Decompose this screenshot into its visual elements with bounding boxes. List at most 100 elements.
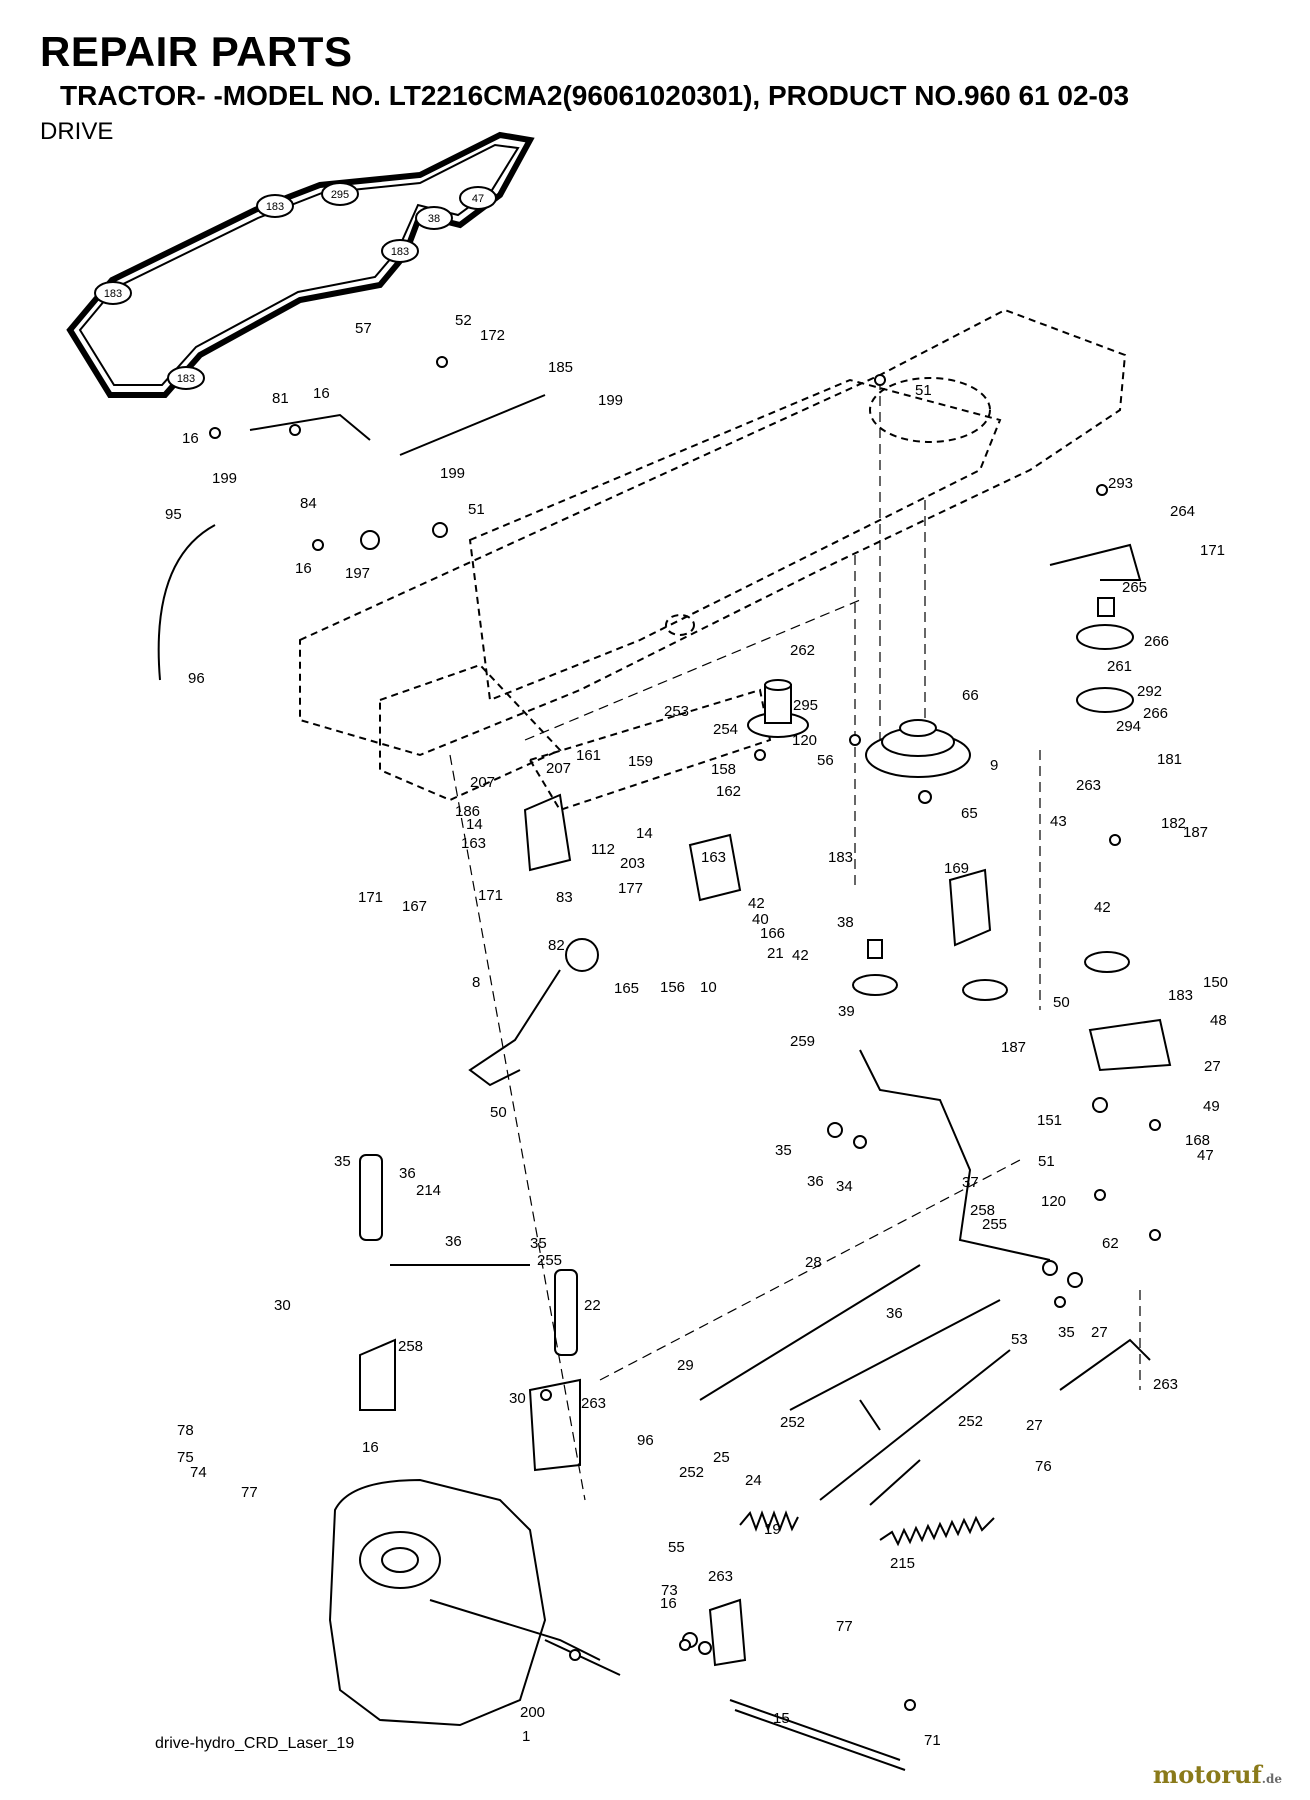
part-number-callout: 263	[1076, 777, 1101, 794]
part-number-callout: 162	[716, 783, 741, 800]
part-number-callout: 62	[1102, 1235, 1119, 1252]
part-number-callout: 266	[1143, 705, 1168, 722]
part-number-callout: 84	[300, 495, 317, 512]
brackets	[359, 793, 1172, 1771]
part-number-callout: 166	[760, 925, 785, 942]
part-number-callout: 30	[274, 1297, 291, 1314]
page-title: REPAIR PARTS	[40, 28, 353, 75]
belt-pulley-number: 38	[428, 213, 440, 225]
belt-pulley-number: 183	[177, 373, 195, 385]
part-number-callout: 35	[775, 1142, 792, 1159]
part-number-callout: 263	[1153, 1376, 1178, 1393]
part-number-callout: 207	[546, 760, 571, 777]
belt-pulley	[167, 366, 205, 390]
part-number-callout: 255	[537, 1252, 562, 1269]
part-number-callout: 30	[509, 1390, 526, 1407]
part-number-callout: 294	[1116, 718, 1141, 735]
part-number-callout: 171	[1200, 542, 1225, 559]
part-number-callout: 171	[358, 889, 383, 906]
part-number-callout: 38	[837, 914, 854, 931]
part-number-callout: 65	[961, 805, 978, 822]
part-number-callout: 263	[581, 1395, 606, 1412]
part-number-callout: 35	[1058, 1324, 1075, 1341]
belt-pulley	[94, 281, 132, 305]
brand-watermark: motoruf.de	[1153, 1760, 1282, 1789]
part-number-callout: 112	[591, 841, 615, 858]
part-number-callout: 76	[1035, 1458, 1052, 1475]
part-number-callout: 28	[805, 1254, 822, 1271]
part-number-callout: 16	[182, 430, 199, 447]
part-number-callout: 120	[1041, 1193, 1066, 1210]
linkage-rods	[157, 394, 1151, 1506]
part-number-callout: 187	[1001, 1039, 1026, 1056]
part-number-callout: 15	[773, 1710, 790, 1727]
hydro-transaxle	[328, 1478, 621, 1727]
part-number-callout: 156	[660, 979, 685, 996]
part-number-callout: 56	[817, 752, 834, 769]
part-number-callout: 51	[468, 501, 485, 518]
part-number-callout: 35	[530, 1235, 547, 1252]
part-number-callout: 171	[478, 887, 503, 904]
springs	[739, 1510, 995, 1547]
part-number-callout: 203	[620, 855, 645, 872]
part-number-callout: 151	[1037, 1112, 1062, 1129]
part-number-callout: 36	[807, 1173, 824, 1190]
part-number-callout: 35	[334, 1153, 351, 1170]
part-number-callout: 199	[212, 470, 237, 487]
part-number-callout: 252	[780, 1414, 805, 1431]
part-number-callout: 83	[556, 889, 573, 906]
part-number-callout: 254	[713, 721, 738, 738]
part-number-callout: 200	[520, 1704, 545, 1721]
part-number-callout: 22	[584, 1297, 601, 1314]
part-number-callout: 78	[177, 1422, 194, 1439]
part-number-callout: 159	[628, 753, 653, 770]
part-number-callout: 16	[295, 560, 312, 577]
part-number-callout: 161	[576, 747, 601, 764]
part-number-callout: 19	[764, 1521, 781, 1538]
part-number-callout: 252	[679, 1464, 704, 1481]
drawing-reference: drive-hydro_CRD_Laser_19	[155, 1735, 355, 1752]
part-number-callout: 21	[767, 945, 784, 962]
part-number-callout: 96	[188, 670, 205, 687]
part-number-callout: 177	[618, 880, 643, 897]
part-number-callout: 40	[752, 911, 769, 928]
part-number-callout: 42	[1094, 899, 1111, 916]
part-number-callout: 183	[828, 849, 853, 866]
belt-pulley-number: 183	[266, 201, 284, 213]
belt-pulley	[381, 239, 419, 263]
part-number-callout: 50	[490, 1104, 507, 1121]
part-number-callout: 82	[548, 937, 565, 954]
belt-pulley	[459, 186, 497, 210]
part-number-callout: 167	[402, 898, 427, 915]
part-number-callout: 169	[944, 860, 969, 877]
part-number-callout: 37	[962, 1174, 979, 1191]
part-number-callout: 77	[241, 1484, 258, 1501]
part-number-callout: 42	[748, 895, 765, 912]
belt-pulley-number: 183	[391, 246, 409, 258]
right-pulley-stack	[852, 543, 1142, 1001]
part-number-callout: 263	[708, 1568, 733, 1585]
part-number-callout: 258	[970, 1202, 995, 1219]
model-subtitle: TRACTOR- -MODEL NO. LT2216CMA2(960610203…	[60, 80, 1130, 111]
part-number-callout: 75	[177, 1449, 194, 1466]
part-number-callout: 53	[1011, 1331, 1028, 1348]
part-number-callout: 43	[1050, 813, 1067, 830]
part-number-callout: 81	[272, 390, 289, 407]
part-number-callout: 168	[1185, 1132, 1210, 1149]
part-number-callout: 207	[470, 774, 495, 791]
part-number-callout: 36	[445, 1233, 462, 1250]
part-number-callout: 197	[345, 565, 370, 582]
part-number-callout: 292	[1137, 683, 1162, 700]
part-number-callout: 57	[355, 320, 372, 337]
belt-pulley	[321, 182, 359, 206]
shift-knob-ball	[565, 938, 599, 972]
part-number-callout: 42	[792, 947, 809, 964]
part-number-callout: 182	[1161, 815, 1186, 832]
part-number-callout: 295	[793, 697, 818, 714]
part-number-callout: 120	[792, 732, 817, 749]
part-number-callout: 95	[165, 506, 182, 523]
part-number-callout: 66	[962, 687, 979, 704]
belt-pulley-number: 295	[331, 189, 349, 201]
